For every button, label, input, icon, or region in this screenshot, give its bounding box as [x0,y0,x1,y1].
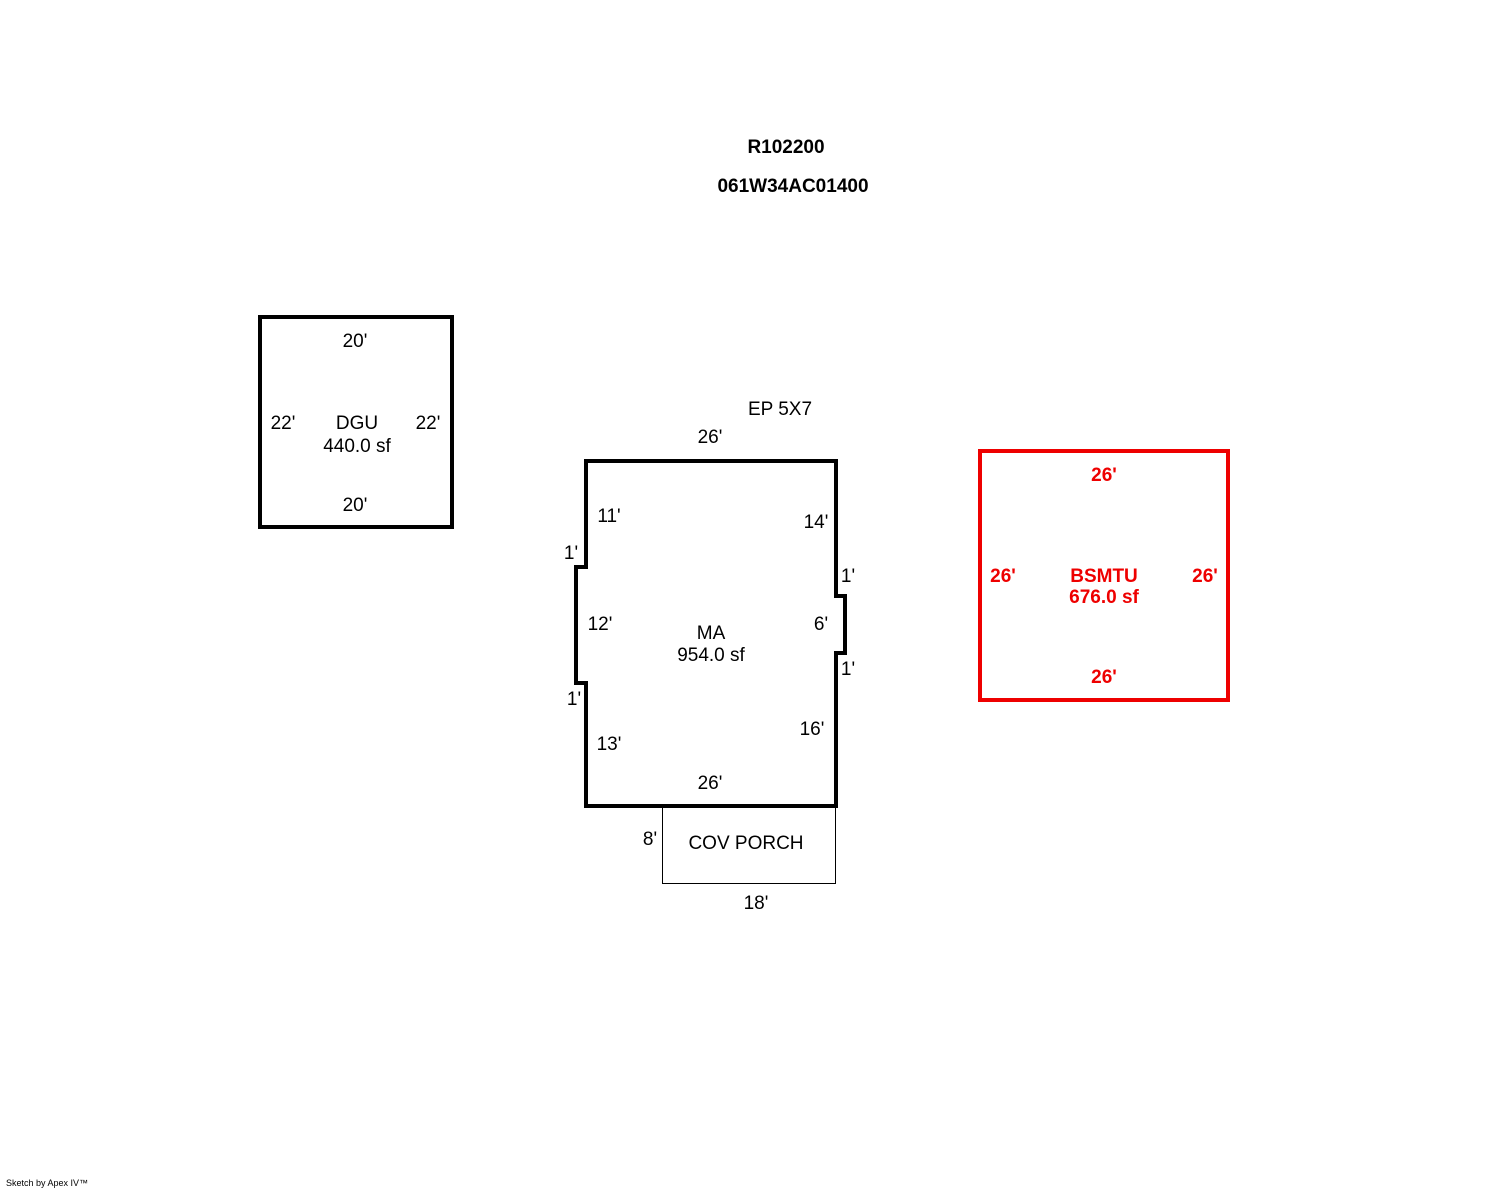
dgu-dim-bottom: 20' [343,495,368,516]
ma-note: EP 5X7 [748,399,812,420]
ma-label: MA [697,623,726,644]
bsmtu-dim-bottom: 26' [1091,667,1117,688]
bsmtu-outline [978,449,1230,702]
dgu-area-value: 440.0 sf [323,436,391,457]
ma-dim-left-lower: 13' [597,734,622,755]
ma-dim-left-jog-lower: 1' [567,689,581,710]
ma-dim-left-jog-upper: 1' [564,543,578,564]
ma-dim-left-middle: 12' [588,614,613,635]
cov-porch-label: COV PORCH [688,833,803,854]
ma-dim-right-middle: 6' [814,614,828,635]
ma-dim-left-upper: 11' [597,506,620,527]
cov-porch-outline [662,806,836,884]
dgu-dim-right: 22' [416,413,441,434]
ma-dim-right-lower: 16' [800,719,825,740]
cov-porch-dim-bottom: 18' [744,893,769,914]
cov-porch-area: COV PORCH 8' 18' [643,806,836,914]
ma-dim-right-jog-lower: 1' [841,659,855,680]
sketch-credit: Sketch by Apex IV™ [6,1178,89,1188]
map-tax-lot-label: 061W34AC01400 [717,176,868,197]
ma-dim-top: 26' [698,427,723,448]
dgu-dim-left: 22' [271,413,296,434]
bsmtu-label: BSMTU [1070,566,1138,587]
dgu-outline [258,315,454,529]
bsmtu-dim-right: 26' [1192,566,1218,587]
dgu-area: 20' 20' 22' 22' DGU 440.0 sf [258,315,454,529]
ma-area-value: 954.0 sf [677,645,745,666]
dgu-dim-top: 20' [343,331,368,352]
bsmtu-area-value: 676.0 sf [1069,587,1139,608]
ma-dim-bottom: 26' [698,773,723,794]
ma-dim-right-jog-upper: 1' [841,566,855,587]
bsmtu-area: 26' 26' 26' 26' BSMTU 676.0 sf [978,449,1230,702]
account-id-label: R102200 [747,137,824,158]
bsmtu-dim-left: 26' [990,566,1016,587]
dgu-label: DGU [336,413,378,434]
ma-dim-right-upper: 14' [804,512,829,533]
bsmtu-dim-top: 26' [1091,465,1117,486]
cov-porch-dim-left: 8' [643,829,657,850]
ma-area: EP 5X7 26' 26' 11' 1' 12' 1' 13' 14' 1' … [564,399,855,808]
